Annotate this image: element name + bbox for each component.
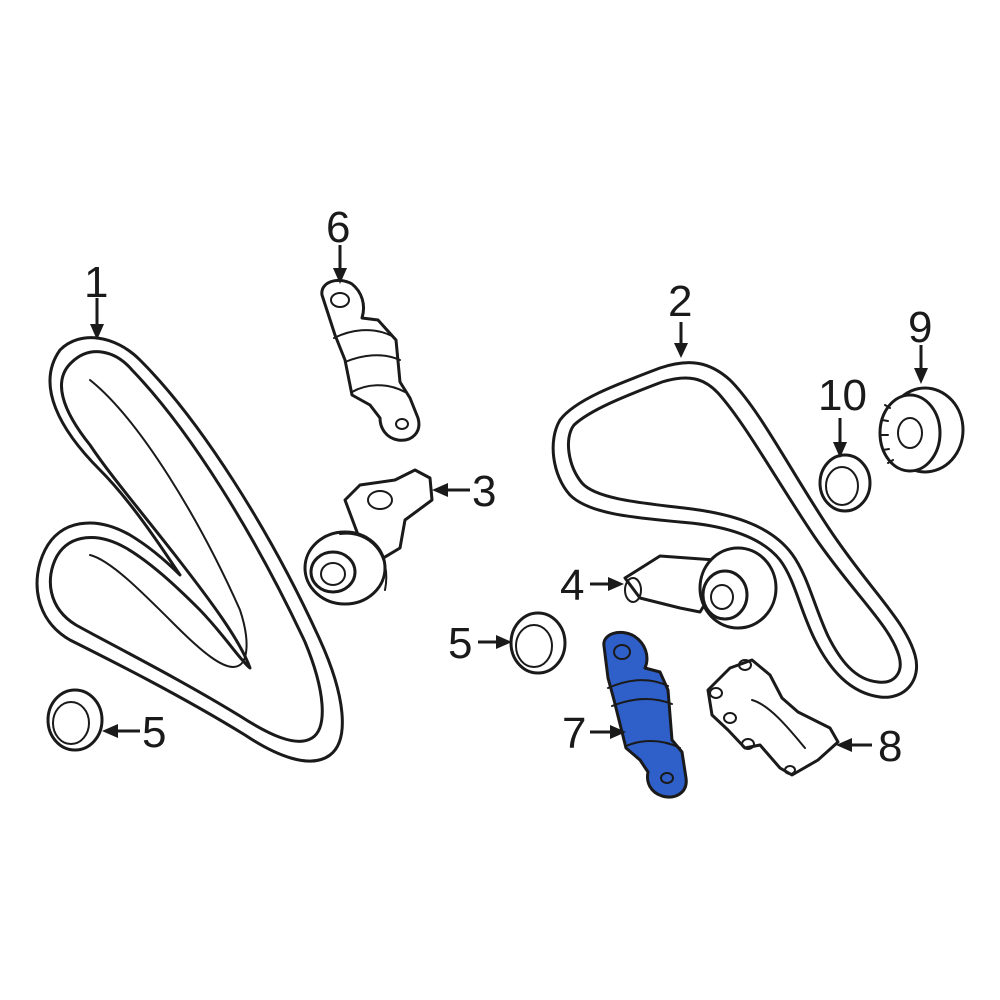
callout-8: 8 — [878, 722, 902, 771]
callout-5-center: 5 — [448, 619, 472, 668]
callout-10: 10 — [818, 371, 867, 420]
callout-1: 1 — [84, 258, 108, 307]
part-5-dust-cap-left[interactable] — [46, 688, 104, 752]
callout-2: 2 — [668, 277, 692, 326]
callout-5-left: 5 — [142, 708, 166, 757]
part-5-dust-cap-center[interactable] — [509, 611, 567, 675]
part-1-drive-belt[interactable] — [35, 336, 344, 763]
callout-7: 7 — [562, 709, 586, 758]
callout-6: 6 — [326, 203, 350, 252]
part-6-tensioner-damper[interactable] — [320, 279, 421, 442]
part-4-idler-pulley[interactable] — [623, 546, 778, 630]
part-8-tensioner-bracket[interactable] — [706, 658, 840, 777]
part-10-pulley-cap[interactable] — [818, 453, 872, 513]
part-9-pulley[interactable] — [878, 386, 965, 474]
callout-4: 4 — [560, 561, 584, 610]
part-7-tensioner-damper-highlighted[interactable] — [602, 630, 688, 799]
part-2-ac-belt[interactable] — [551, 361, 918, 699]
part-3-tensioner-pulley[interactable] — [303, 468, 434, 606]
leader-lines — [90, 245, 928, 752]
callout-3: 3 — [472, 467, 496, 516]
callout-9: 9 — [908, 303, 932, 352]
